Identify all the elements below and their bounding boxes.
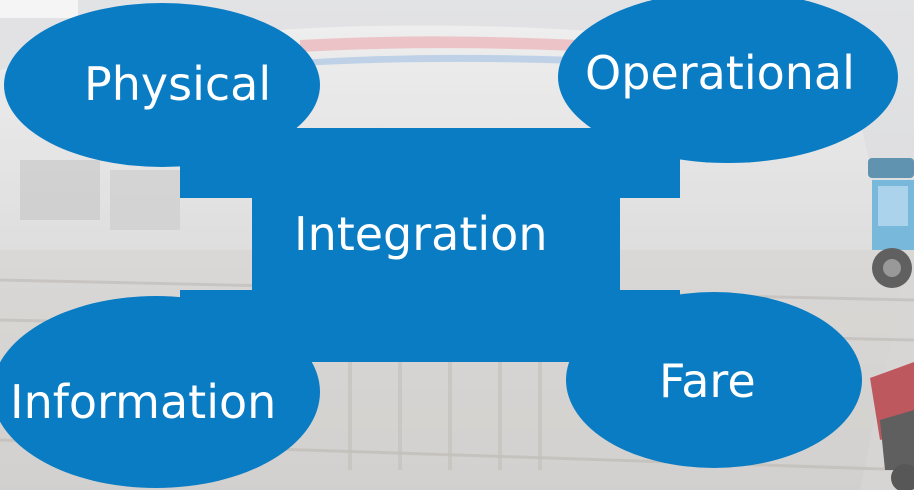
information-label: Information — [10, 375, 277, 429]
physical-label: Physical — [84, 57, 272, 111]
information-ellipse — [0, 296, 320, 488]
integration-label: Integration — [294, 207, 548, 261]
scooter-image — [870, 362, 914, 490]
physical-ellipse — [4, 3, 320, 167]
corner-tag — [0, 0, 78, 18]
operational-label: Operational — [585, 46, 855, 100]
operational-ellipse — [558, 0, 898, 163]
fare-ellipse — [566, 292, 862, 468]
integration-box — [252, 178, 620, 296]
fare-label: Fare — [659, 354, 756, 408]
auto-rickshaw-image — [868, 158, 914, 288]
